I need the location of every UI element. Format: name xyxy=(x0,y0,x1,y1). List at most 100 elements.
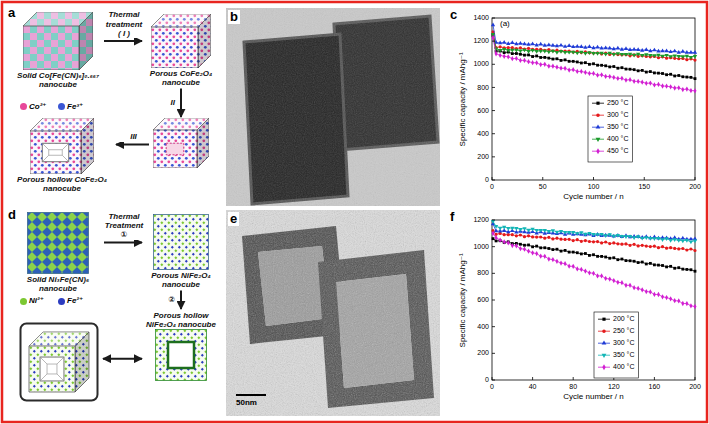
data-point xyxy=(624,242,627,245)
data-point xyxy=(616,234,620,238)
tick-mark xyxy=(532,377,533,380)
data-point xyxy=(511,52,514,55)
data-markers xyxy=(491,33,697,60)
data-point xyxy=(616,280,619,285)
data-markers xyxy=(492,34,697,80)
plot-frame xyxy=(492,220,695,380)
data-point xyxy=(653,82,656,87)
arrow-label-text: ② xyxy=(168,295,175,304)
data-point xyxy=(693,239,697,243)
tick-mark xyxy=(593,177,594,180)
data-point xyxy=(511,243,514,248)
tem-image xyxy=(226,210,440,416)
cavity-edges xyxy=(42,143,69,162)
panel-letter: a xyxy=(6,6,17,20)
legend-text: 350 °C xyxy=(607,123,628,130)
data-point xyxy=(685,268,688,271)
data-point xyxy=(494,48,498,52)
data-point xyxy=(595,233,599,237)
data-point xyxy=(518,228,522,232)
nanocube-node: Porous CoFe₂O₄ nanocube xyxy=(143,14,219,87)
data-point xyxy=(575,52,579,56)
nanocube-node: Porous hollow CoFe₂O₄ nanocube xyxy=(9,118,115,193)
data-point xyxy=(661,245,664,248)
data-point xyxy=(530,49,534,53)
data-point xyxy=(616,53,619,56)
data-point xyxy=(641,261,644,264)
data-point xyxy=(587,232,591,236)
data-point xyxy=(499,50,502,53)
label-text: c xyxy=(450,7,457,22)
data-point xyxy=(652,48,656,52)
label-text: 800 xyxy=(477,269,489,276)
data-point xyxy=(495,235,498,240)
data-point xyxy=(564,66,567,71)
data-line xyxy=(493,233,695,306)
data-point xyxy=(685,76,688,79)
node-label: Solid Co[Fe(CN)₆]₀.₆₆₇ nanocube xyxy=(13,70,103,89)
tick-label: 200 xyxy=(689,183,701,191)
data-point xyxy=(628,235,632,239)
axis-ticks xyxy=(492,18,695,380)
data-point xyxy=(564,249,567,252)
data-point xyxy=(689,237,693,241)
data-point xyxy=(511,233,514,236)
cube-shade xyxy=(75,332,89,392)
label-text: Cycle number / n xyxy=(563,192,623,201)
data-point xyxy=(624,283,627,288)
data-point xyxy=(625,68,628,71)
nanocube-3d xyxy=(29,332,89,392)
data-point xyxy=(503,54,506,59)
data-markers xyxy=(491,30,696,61)
data-point xyxy=(531,235,534,238)
nanocube-3d xyxy=(153,118,209,168)
tick-mark xyxy=(492,41,495,42)
data-point xyxy=(555,51,559,55)
data-point xyxy=(689,247,692,250)
data-point xyxy=(531,250,534,255)
tick-mark xyxy=(492,273,495,274)
tick-label: 0 xyxy=(485,376,489,384)
scale-bar xyxy=(236,394,266,396)
data-point xyxy=(572,239,575,242)
data-point xyxy=(661,55,664,58)
data-point xyxy=(547,230,551,234)
data-point xyxy=(653,263,656,266)
data-point xyxy=(665,265,668,268)
legend-entry: 250 °C xyxy=(607,99,628,107)
data-point xyxy=(567,51,571,55)
data-point xyxy=(507,54,510,59)
tick-mark xyxy=(492,246,495,247)
data-line xyxy=(493,38,695,91)
data-point xyxy=(677,85,680,90)
data-point xyxy=(681,268,684,271)
arrow-label-text: Thermal Treatment ① xyxy=(105,212,144,239)
data-point xyxy=(596,240,599,243)
data-point xyxy=(624,77,627,82)
label-text: 0 xyxy=(485,376,489,383)
data-point xyxy=(531,60,534,65)
data-point xyxy=(523,244,526,247)
data-point xyxy=(612,65,615,68)
data-point xyxy=(547,51,551,55)
data-point xyxy=(595,52,599,56)
legend-swatch xyxy=(58,298,65,305)
data-point xyxy=(560,250,563,253)
tick-mark xyxy=(492,353,495,354)
tick-label: 120 xyxy=(608,383,620,391)
cube-face xyxy=(30,131,81,174)
data-point xyxy=(543,237,546,240)
data-point xyxy=(652,237,656,241)
data-point xyxy=(494,228,498,232)
data-point xyxy=(547,236,550,239)
data-point xyxy=(677,266,680,269)
hollow-cavity xyxy=(42,143,69,162)
tick-mark xyxy=(573,377,574,380)
tick-mark xyxy=(644,177,645,180)
data-point xyxy=(640,237,644,241)
data-point xyxy=(506,227,510,231)
data-point xyxy=(649,289,652,294)
data-point xyxy=(620,235,624,239)
panel-letter: c xyxy=(448,8,459,22)
label-text: 50 xyxy=(539,183,547,190)
